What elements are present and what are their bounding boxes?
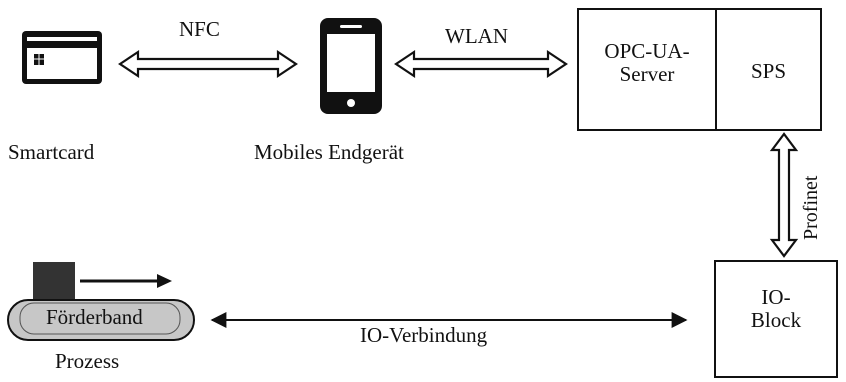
io-block-line1: IO-: [761, 285, 791, 309]
smartcard-label: Smartcard: [8, 140, 95, 164]
process-label: Prozess: [55, 349, 120, 373]
nfc-double-arrow: [118, 49, 298, 79]
wlan-label: WLAN: [445, 24, 508, 48]
profinet-label: Profinet: [800, 175, 822, 240]
conveyor-label: Förderband: [46, 305, 143, 329]
opc-ua-server-label: OPC-UA- Server: [579, 39, 715, 87]
smartcard-icon: [22, 31, 102, 84]
profinet-double-arrow: [769, 132, 799, 258]
box-divider: [715, 10, 717, 129]
smartphone-icon: [320, 18, 382, 114]
sps-label: SPS: [750, 59, 787, 83]
nfc-label: NFC: [179, 17, 220, 41]
mobile-device-label: Mobiles Endgerät: [254, 140, 404, 164]
opc-ua-server-line2: Server: [619, 62, 675, 87]
io-block-label: IO- Block: [716, 285, 836, 333]
conveyor-belt: [7, 262, 195, 341]
io-block-line2: Block: [750, 308, 802, 333]
controller-box: OPC-UA- Server SPS: [577, 8, 822, 131]
io-block-box: IO- Block: [714, 260, 838, 378]
opc-ua-server-line1: OPC-UA-: [604, 39, 690, 63]
io-connection-label: IO-Verbindung: [360, 323, 488, 347]
wlan-double-arrow: [394, 49, 568, 79]
